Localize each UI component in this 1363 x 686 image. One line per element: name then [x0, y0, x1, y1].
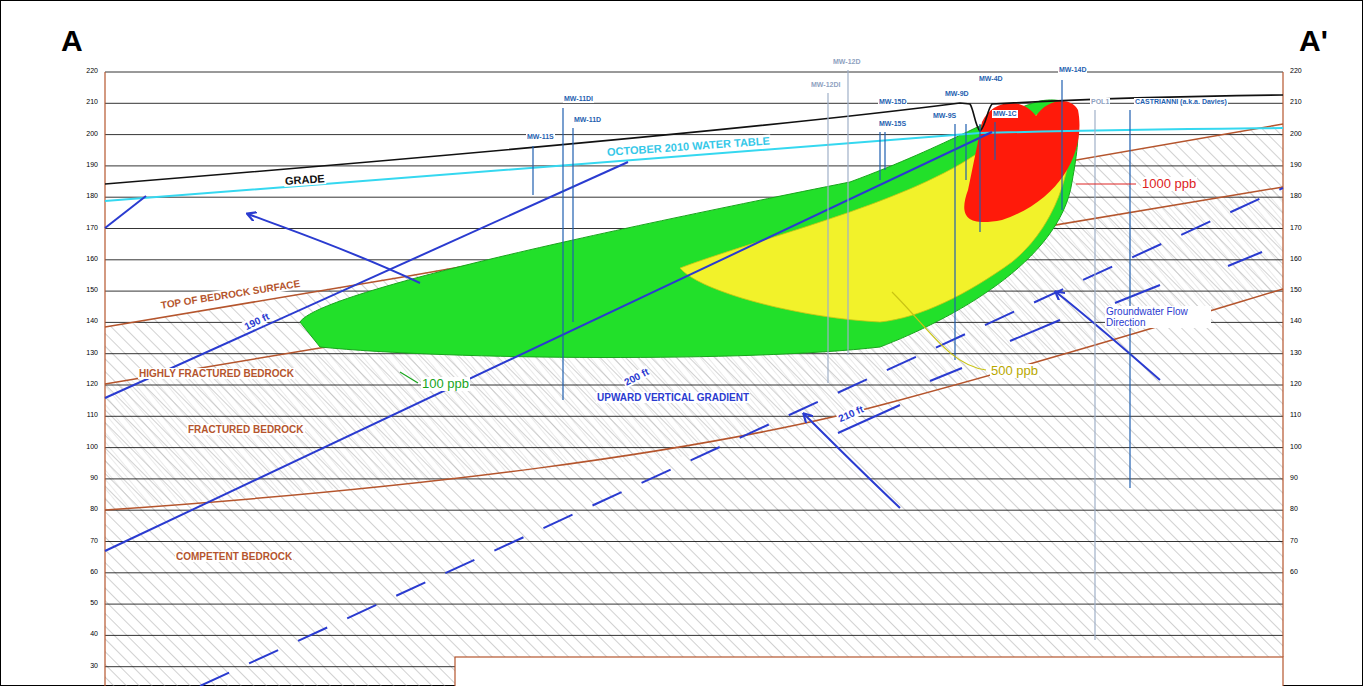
elevation-gridline	[105, 447, 1283, 448]
elevation-tick: 170	[85, 224, 99, 232]
elevation-gridline	[105, 165, 1283, 166]
elevation-gridline	[105, 510, 1283, 511]
elevation-tick: 120	[1289, 380, 1303, 388]
flow-direction-label: Groundwater Flow Direction	[1105, 306, 1211, 328]
elevation-tick: 200	[1289, 130, 1303, 138]
bedrock-label: FRACTURED BEDROCK	[187, 424, 305, 435]
elevation-tick: 180	[85, 192, 99, 200]
elevation-tick: 100	[1289, 443, 1303, 451]
well-name: MW-9S	[932, 112, 957, 120]
elevation-tick: 110	[86, 411, 99, 419]
well-name: MW-12D	[832, 58, 861, 66]
section-end: A	[60, 24, 84, 57]
elevation-tick: 220	[1289, 67, 1303, 75]
well-name: MW-12DI	[810, 81, 841, 89]
bedrock-label: HIGHLY FRACTURED BEDROCK	[138, 368, 295, 379]
elevation-tick: 150	[1289, 286, 1303, 294]
well-name: MW-4D	[978, 75, 1004, 83]
elevation-gridline	[105, 385, 1283, 386]
section-end: A'	[1298, 24, 1329, 57]
elevation-tick: 210	[85, 98, 99, 106]
elevation-tick: 200	[85, 130, 99, 138]
well-name: MW-14D	[1058, 66, 1087, 74]
elevation-tick: 130	[1289, 349, 1303, 357]
concentration-label: 100 ppb	[421, 377, 470, 391]
well-name: POL1	[1090, 98, 1110, 106]
elevation-gridline	[105, 635, 1283, 636]
elevation-gridline	[105, 197, 1283, 198]
elevation-gridline	[105, 541, 1283, 542]
elevation-tick: 140	[85, 317, 99, 325]
elevation-tick: 190	[1289, 161, 1303, 169]
elevation-tick: 150	[85, 286, 99, 294]
elevation-tick: 60	[89, 568, 99, 576]
well-name: MW-15S	[878, 120, 907, 128]
elevation-gridline	[105, 134, 1283, 135]
elevation-tick: 30	[89, 662, 99, 670]
elevation-gridline	[105, 572, 1283, 573]
elevation-tick: 80	[89, 505, 99, 513]
elevation-tick: 140	[1289, 317, 1303, 325]
elevation-gridline	[105, 478, 1283, 479]
elevation-tick: 210	[1289, 98, 1303, 106]
elevation-tick: 100	[85, 443, 99, 451]
well-name: MW-11S	[526, 133, 555, 141]
well-name: MW-11D	[573, 116, 602, 124]
concentration-label: 500 ppb	[990, 364, 1039, 378]
elevation-tick: 110	[1289, 411, 1302, 419]
well-name: MW-11DI	[563, 95, 594, 103]
elevation-tick: 180	[1289, 192, 1303, 200]
well-name: MW-9D	[944, 90, 970, 98]
elevation-tick: 160	[1289, 255, 1303, 263]
elevation-gridline	[105, 72, 1283, 73]
elevation-tick: 90	[1289, 474, 1299, 482]
gradient-label: UPWARD VERTICAL GRADIENT	[596, 392, 750, 403]
elevation-tick: 50	[89, 599, 99, 607]
elevation-tick: 40	[89, 630, 99, 638]
well-name: MW-15D	[878, 98, 907, 106]
elevation-tick: 80	[1289, 505, 1299, 513]
well-name: CASTRIANNI (a.k.a. Davies)	[1134, 98, 1228, 106]
elevation-tick: 70	[89, 537, 99, 545]
concentration-label: 1000 ppb	[1141, 177, 1197, 191]
elevation-gridline	[105, 604, 1283, 605]
elevation-tick: 120	[85, 380, 99, 388]
elevation-tick: 190	[85, 161, 99, 169]
elevation-tick: 60	[1289, 568, 1299, 576]
elevation-tick: 130	[85, 349, 99, 357]
well-name: MW-1C	[992, 110, 1018, 118]
elevation-tick: 70	[1289, 537, 1299, 545]
elevation-tick: 220	[85, 67, 99, 75]
bedrock-label: COMPETENT BEDROCK	[175, 551, 293, 562]
elevation-gridline	[105, 416, 1283, 417]
elevation-tick: 90	[89, 474, 99, 482]
elevation-tick: 160	[85, 255, 99, 263]
elevation-tick: 170	[1289, 224, 1303, 232]
